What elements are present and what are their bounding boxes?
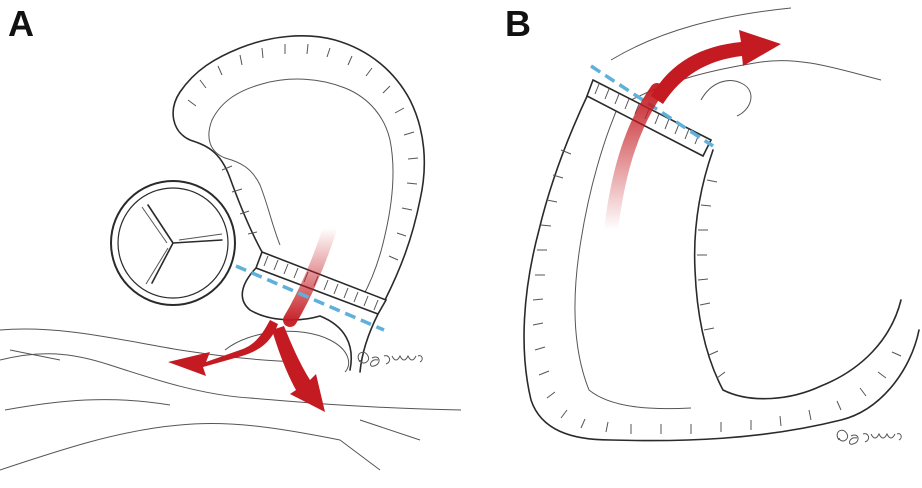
flow-arrow-icon [651,30,781,104]
panel-b-illustration [461,0,922,488]
panel-a-illustration [0,0,461,488]
vessel-outline [0,329,461,470]
artist-signature [358,352,422,366]
panel-b: B [461,0,922,488]
valve-icon [111,181,235,305]
bowel-u-shape [524,92,919,441]
artist-signature [837,430,901,444]
panel-a: A [0,0,461,488]
